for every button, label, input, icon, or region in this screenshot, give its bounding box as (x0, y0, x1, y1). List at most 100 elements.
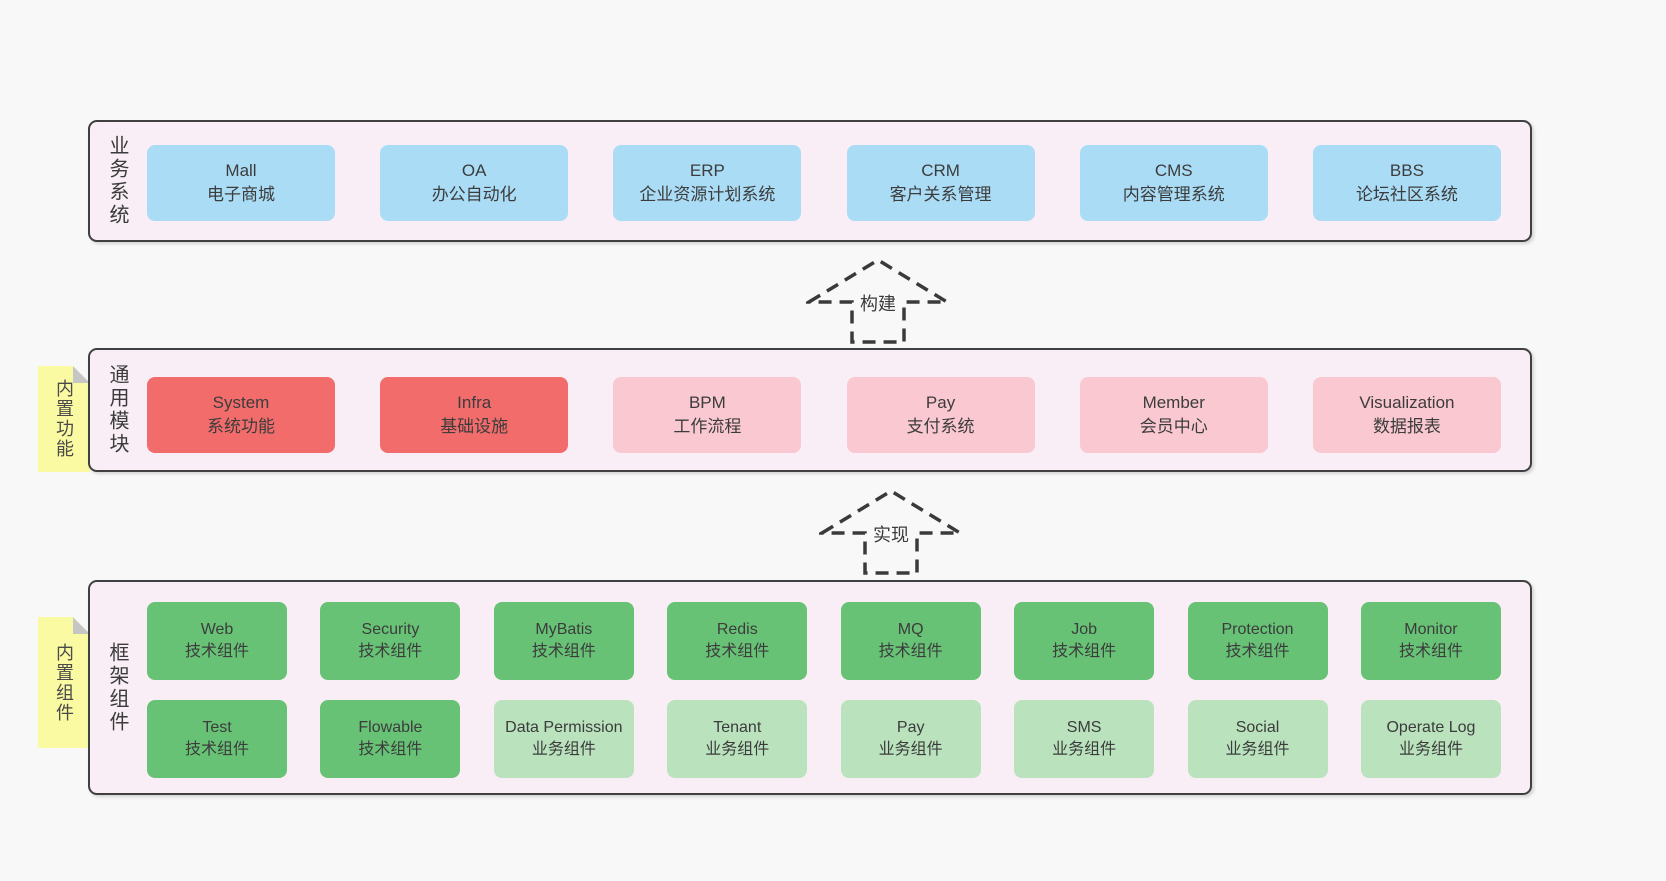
box-subtitle: 论坛社区系统 (1355, 185, 1458, 204)
box-subtitle: 业务组件 (878, 741, 943, 758)
box-subtitle: 电子商城 (207, 185, 275, 204)
box-name: Test (202, 719, 232, 736)
box-test: Test 技术组件 (147, 700, 287, 778)
box-job: Job 技术组件 (1014, 602, 1155, 680)
box-protection: Protection 技术组件 (1187, 602, 1328, 680)
box-erp: ERP 企业资源计划系统 (613, 145, 802, 221)
build-arrow: 构建 (806, 257, 950, 345)
sticky-note-built-in-components: 内置组件 (38, 617, 90, 748)
layer-label-common-modules: 通用模块 (106, 364, 128, 456)
box-sms: SMS 业务组件 (1014, 700, 1155, 778)
box-data-permission: Data Permission 业务组件 (493, 700, 634, 778)
sticky-note-label: 内置功能 (54, 379, 74, 459)
box-pay-module: Pay 支付系统 (846, 377, 1035, 453)
box-crm: CRM 客户关系管理 (846, 145, 1035, 221)
box-mybatis: MyBatis 技术组件 (493, 602, 634, 680)
layer-common-modules: 通用模块 System 系统功能 Infra 基础设施 BPM 工作流程 Pay… (88, 348, 1532, 472)
sticky-note-built-in-features: 内置功能 (38, 366, 90, 472)
box-name: Web (200, 621, 234, 638)
box-name: BPM (688, 393, 726, 412)
framework-components-row-1: Web 技术组件 Security 技术组件 MyBatis 技术组件 Redi… (147, 602, 1501, 680)
box-name: Data Permission (505, 719, 623, 736)
implement-arrow-label: 实现 (870, 520, 912, 548)
box-name: ERP (689, 161, 725, 180)
layer-business-systems: 业务系统 Mall 电子商城 OA 办公自动化 ERP 企业资源计划系统 CRM… (88, 120, 1532, 242)
common-modules-row: System 系统功能 Infra 基础设施 BPM 工作流程 Pay 支付系统… (147, 377, 1501, 453)
box-name: MyBatis (535, 621, 593, 638)
box-mq: MQ 技术组件 (840, 602, 981, 680)
box-subtitle: 基础设施 (440, 417, 509, 436)
box-name: Job (1071, 621, 1097, 638)
layer-label-framework-components: 框架组件 (106, 641, 128, 734)
box-name: Monitor (1404, 621, 1458, 638)
box-name: Mall (225, 161, 257, 180)
box-name: CRM (921, 161, 960, 180)
box-web: Web 技术组件 (147, 602, 287, 680)
sticky-note-label: 内置组件 (54, 642, 74, 723)
box-name: Visualization (1359, 393, 1455, 412)
box-name: Tenant (713, 719, 762, 736)
box-name: System (212, 393, 270, 412)
box-name: Pay (896, 719, 925, 736)
box-subtitle: 技术组件 (878, 643, 943, 660)
box-name: CMS (1154, 161, 1193, 180)
up-arrow-icon (819, 488, 963, 575)
box-subtitle: 技术组件 (1398, 643, 1463, 660)
build-arrow-label: 构建 (857, 289, 899, 317)
box-subtitle: 系统功能 (207, 417, 275, 436)
box-subtitle: 业务组件 (1225, 741, 1290, 758)
box-subtitle: 技术组件 (531, 643, 596, 660)
box-subtitle: 支付系统 (906, 417, 975, 436)
box-name: Protection (1221, 621, 1294, 638)
box-name: BBS (1389, 161, 1424, 180)
box-tenant: Tenant 业务组件 (667, 700, 808, 778)
box-subtitle: 技术组件 (705, 643, 770, 660)
box-subtitle: 数据报表 (1372, 417, 1441, 436)
box-oa: OA 办公自动化 (380, 145, 569, 221)
box-name: Pay (925, 393, 956, 412)
box-security: Security 技术组件 (320, 602, 461, 680)
box-cms: CMS 内容管理系统 (1079, 145, 1268, 221)
box-subtitle: 业务组件 (705, 741, 770, 758)
box-system: System 系统功能 (147, 377, 335, 453)
box-name: OA (461, 161, 487, 180)
layer-framework-components: 框架组件 Web 技术组件 Security 技术组件 MyBatis 技术组件… (88, 580, 1532, 795)
box-flowable: Flowable 技术组件 (320, 700, 461, 778)
box-member: Member 会员中心 (1079, 377, 1268, 453)
box-mall: Mall 电子商城 (147, 145, 335, 221)
box-subtitle: 会员中心 (1139, 417, 1208, 436)
box-name: Operate Log (1386, 719, 1476, 736)
box-subtitle: 工作流程 (673, 417, 742, 436)
box-monitor: Monitor 技术组件 (1360, 602, 1501, 680)
box-redis: Redis 技术组件 (667, 602, 808, 680)
box-subtitle: 技术组件 (184, 643, 249, 660)
box-subtitle: 业务组件 (531, 741, 596, 758)
box-name: Social (1235, 719, 1280, 736)
box-pay-component: Pay 业务组件 (840, 700, 981, 778)
box-bpm: BPM 工作流程 (613, 377, 802, 453)
implement-arrow: 实现 (819, 488, 963, 576)
box-name: Infra (457, 393, 492, 412)
box-subtitle: 内容管理系统 (1122, 185, 1225, 204)
box-subtitle: 办公自动化 (431, 185, 517, 204)
box-subtitle: 技术组件 (184, 741, 249, 758)
up-arrow-icon (806, 257, 950, 344)
framework-components-row-2: Test 技术组件 Flowable 技术组件 Data Permission … (147, 700, 1501, 778)
box-subtitle: 技术组件 (1052, 643, 1117, 660)
box-subtitle: 企业资源计划系统 (639, 185, 776, 204)
box-subtitle: 业务组件 (1398, 741, 1463, 758)
box-subtitle: 技术组件 (358, 741, 423, 758)
box-operate-log: Operate Log 业务组件 (1360, 700, 1501, 778)
box-subtitle: 技术组件 (1225, 643, 1290, 660)
box-name: Member (1142, 393, 1205, 412)
box-bbs: BBS 论坛社区系统 (1312, 145, 1501, 221)
box-visualization: Visualization 数据报表 (1312, 377, 1501, 453)
box-name: SMS (1066, 719, 1102, 736)
business-systems-row: Mall 电子商城 OA 办公自动化 ERP 企业资源计划系统 CRM 客户关系… (147, 145, 1501, 221)
box-subtitle: 客户关系管理 (889, 185, 992, 204)
box-name: MQ (897, 621, 924, 638)
box-name: Security (361, 621, 420, 638)
box-subtitle: 技术组件 (358, 643, 423, 660)
box-social: Social 业务组件 (1187, 700, 1328, 778)
layer-label-business-systems: 业务系统 (106, 135, 128, 227)
